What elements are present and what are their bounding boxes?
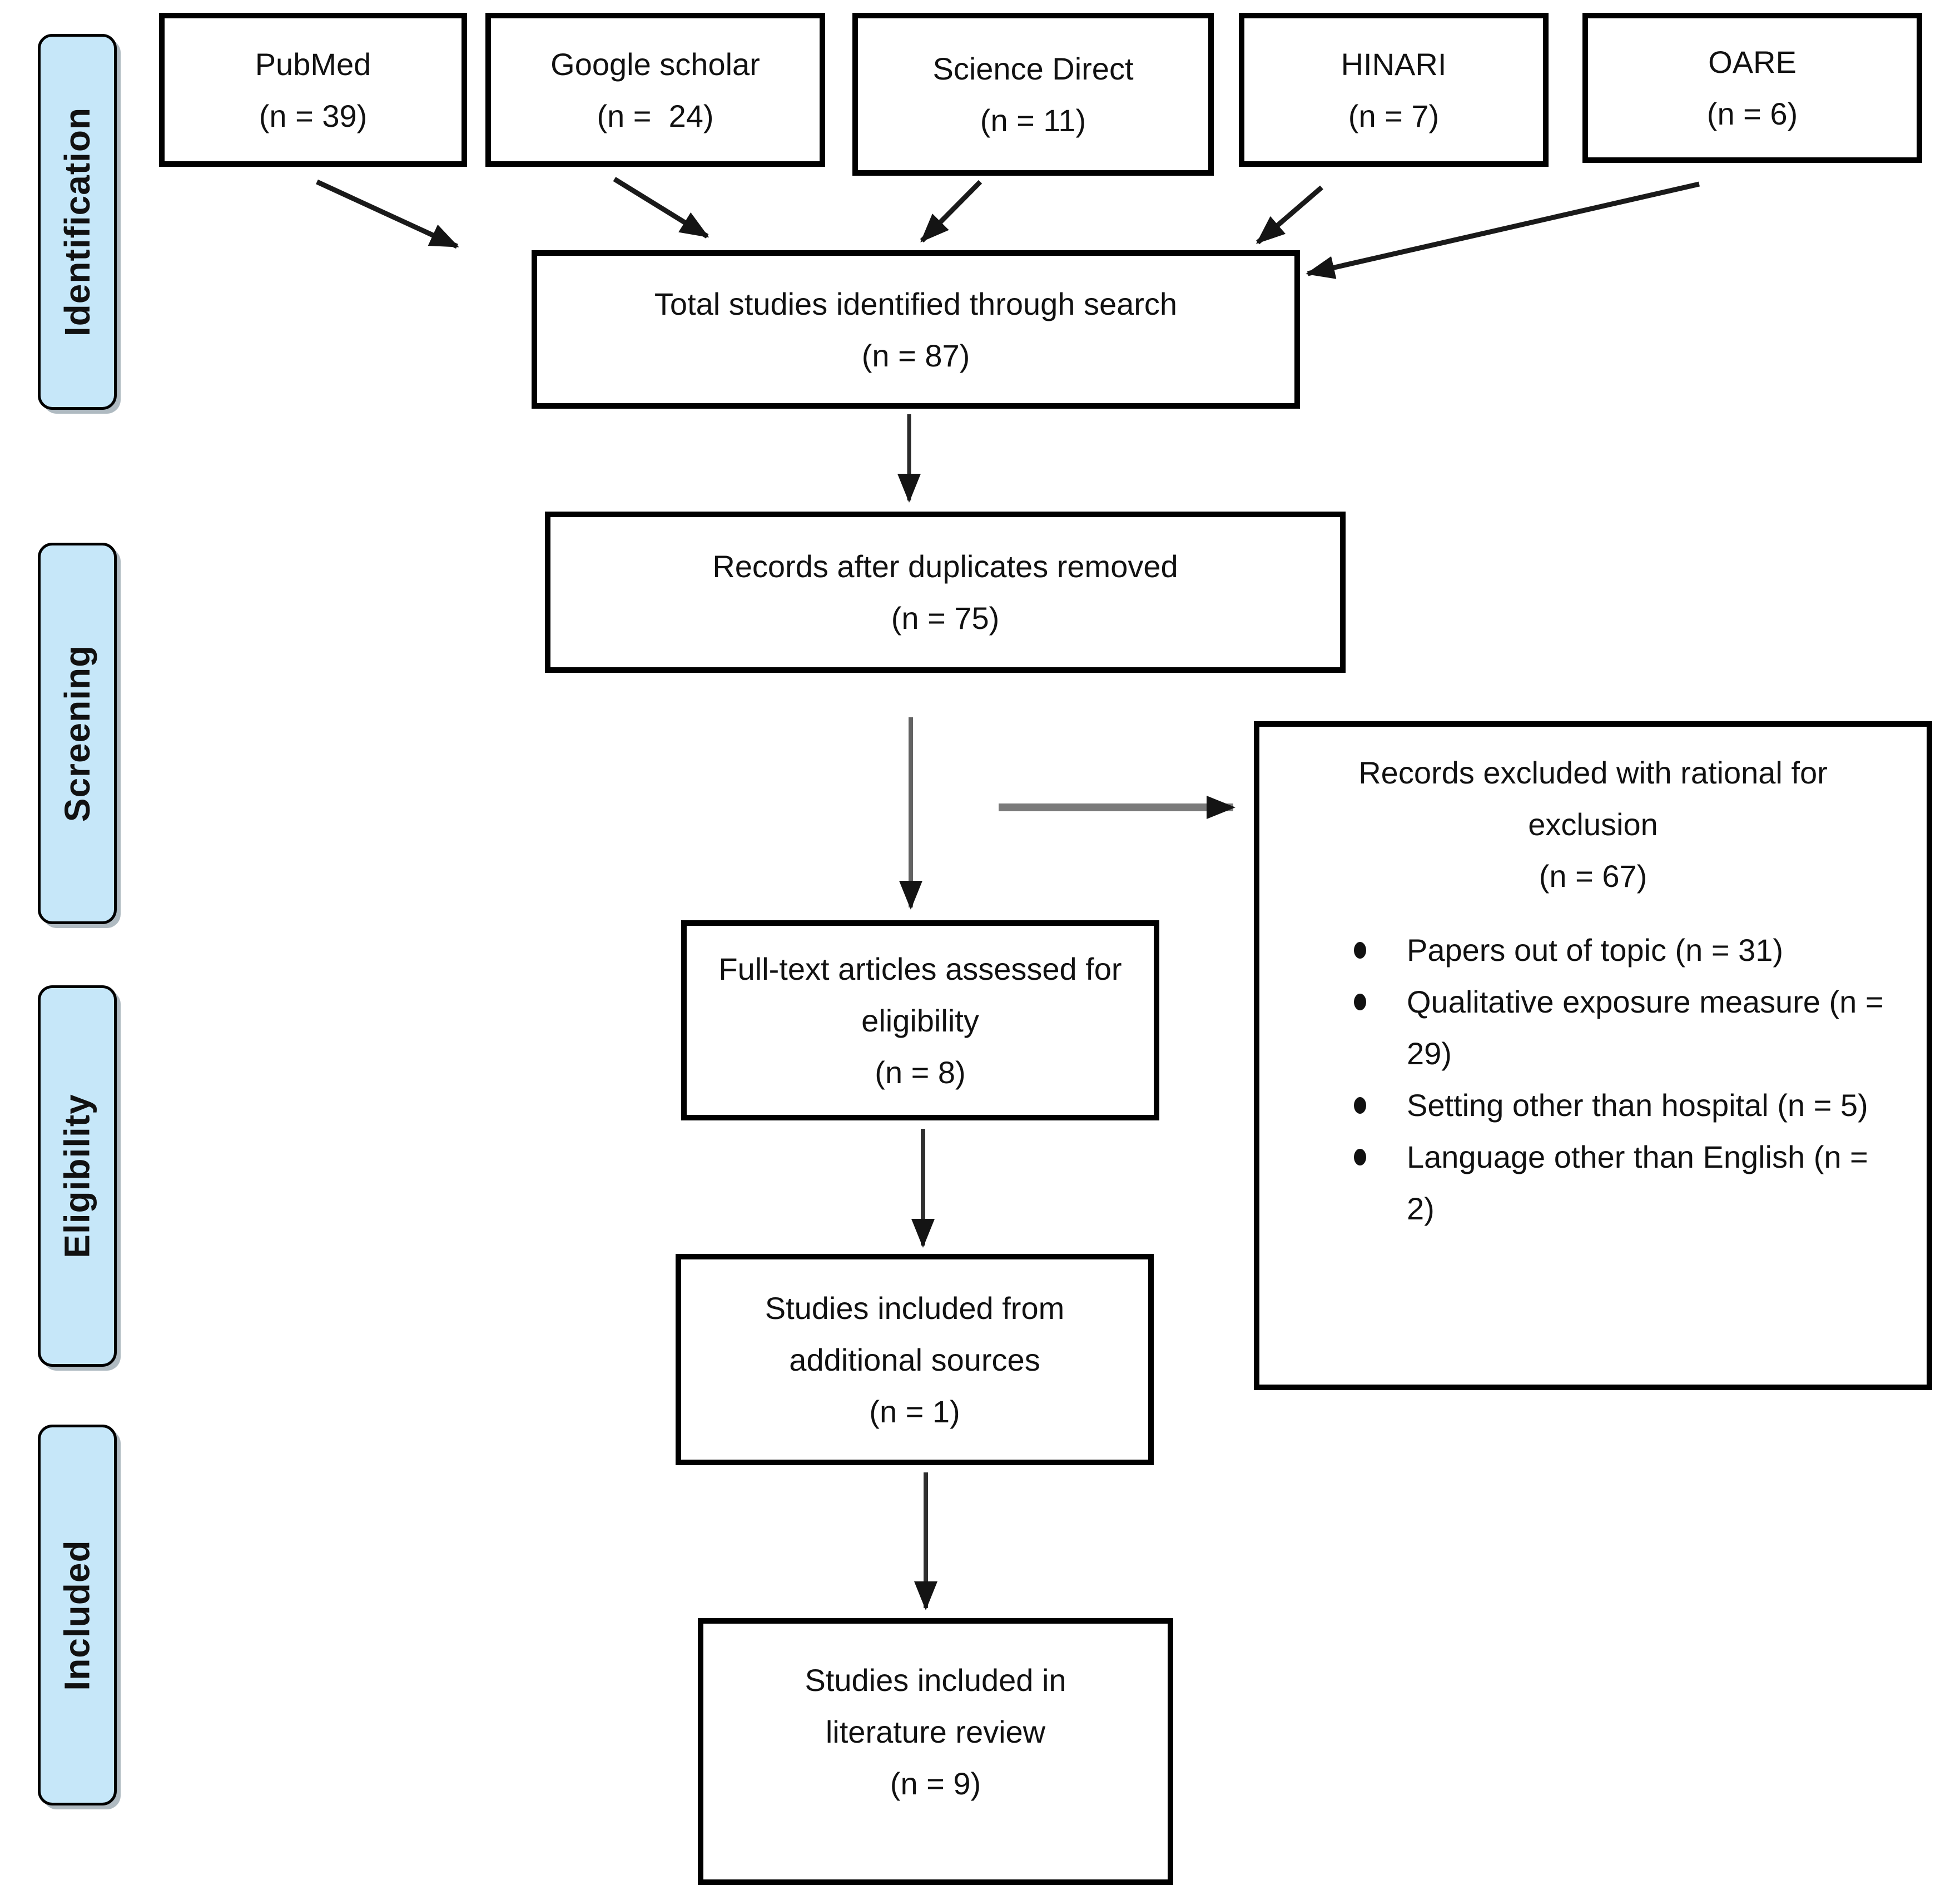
records-excluded-title: Records excluded with rational for exclu… [1358,755,1837,842]
source-box-science-direct: Science Direct (n = 11) [852,13,1214,176]
fulltext-assessed-count: (n = 8) [875,1054,966,1090]
duplicates-removed-box: Records after duplicates removed (n = 75… [545,512,1346,673]
source-name: Google scholar [550,46,760,82]
total-identified-text: Total studies identified through search [654,286,1178,321]
exclusion-reason: Qualitative exposure measure (n = 29) [1354,976,1899,1079]
source-count: (n = 39) [259,98,368,133]
arrow-pubmed-to-total [316,179,459,249]
stage-eligibility: Eligibility [38,985,117,1367]
stage-eligibility-label: Eligibility [57,1094,97,1258]
total-identified-box: Total studies identified through search … [532,250,1300,409]
source-name: HINARI [1341,46,1447,82]
stage-included: Included [38,1425,117,1805]
source-name: OARE [1708,44,1797,80]
literature-review-count: (n = 9) [890,1766,981,1801]
source-box-pubmed: PubMed (n = 39) [159,13,467,167]
source-box-oare: OARE (n = 6) [1582,13,1922,163]
stage-identification: Identification [38,34,117,410]
additional-sources-box: Studies included from additional sources… [676,1254,1154,1465]
total-identified-count: (n = 87) [861,338,970,373]
arrow-google-to-total [613,177,709,239]
fulltext-assessed-box: Full-text articles assessed for eligibil… [681,920,1159,1120]
literature-review-text: Studies included in literature review [805,1663,1075,1749]
records-excluded-count: (n = 67) [1539,859,1648,894]
fulltext-assessed-text: Full-text articles assessed for eligibil… [718,951,1131,1038]
exclusion-reason: Language other than English (n = 2) [1354,1131,1899,1234]
source-name: Science Direct [932,51,1134,86]
arrow-sciencedirect-to-total [920,180,983,243]
source-count: (n = 11) [980,102,1086,138]
duplicates-removed-count: (n = 75) [891,601,1000,636]
stage-included-label: Included [57,1539,97,1691]
additional-sources-text: Studies included from additional sources [765,1290,1073,1377]
stage-screening: Screening [38,543,117,924]
stage-identification-label: Identification [57,107,97,337]
source-box-google-scholar: Google scholar (n = 24) [485,13,825,167]
exclusion-reason: Papers out of topic (n = 31) [1354,924,1899,976]
source-count: (n = 7) [1348,98,1440,133]
source-box-hinari: HINARI (n = 7) [1239,13,1549,167]
exclusion-reason-list: Papers out of topic (n = 31) Qualitative… [1354,924,1899,1234]
exclusion-reason: Setting other than hospital (n = 5) [1354,1079,1899,1131]
literature-review-box: Studies included in literature review (n… [698,1618,1173,1885]
source-name: PubMed [255,46,371,82]
records-excluded-box: Records excluded with rational for exclu… [1254,721,1932,1390]
arrow-hinari-to-total [1256,185,1323,245]
source-count: (n = 24) [597,98,714,133]
additional-sources-count: (n = 1) [869,1393,960,1429]
duplicates-removed-text: Records after duplicates removed [712,549,1178,584]
source-count: (n = 6) [1706,96,1798,131]
arrow-oare-to-total [1306,181,1700,279]
stage-screening-label: Screening [57,644,97,822]
